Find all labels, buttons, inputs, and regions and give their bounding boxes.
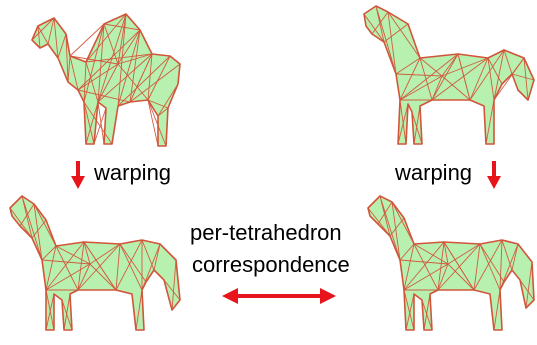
horse-body — [364, 6, 534, 144]
warping-label-right: warping — [395, 160, 472, 186]
horse-source-mesh — [362, 4, 537, 154]
camel-body — [32, 14, 180, 146]
horse-warped-body — [368, 196, 534, 330]
camel-warped-mesh — [4, 190, 184, 340]
horse-warped-mesh — [364, 190, 537, 340]
camel-warped-body — [10, 196, 180, 330]
warping-label-left: warping — [94, 160, 171, 186]
correspondence-label-line1: per-tetrahedron — [190, 220, 342, 246]
warping-down-arrow-right — [486, 160, 502, 190]
camel-source-mesh — [8, 4, 188, 154]
correspondence-double-arrow — [222, 286, 336, 306]
warping-down-arrow-left — [70, 160, 86, 190]
correspondence-label-line2: correspondence — [192, 252, 350, 278]
